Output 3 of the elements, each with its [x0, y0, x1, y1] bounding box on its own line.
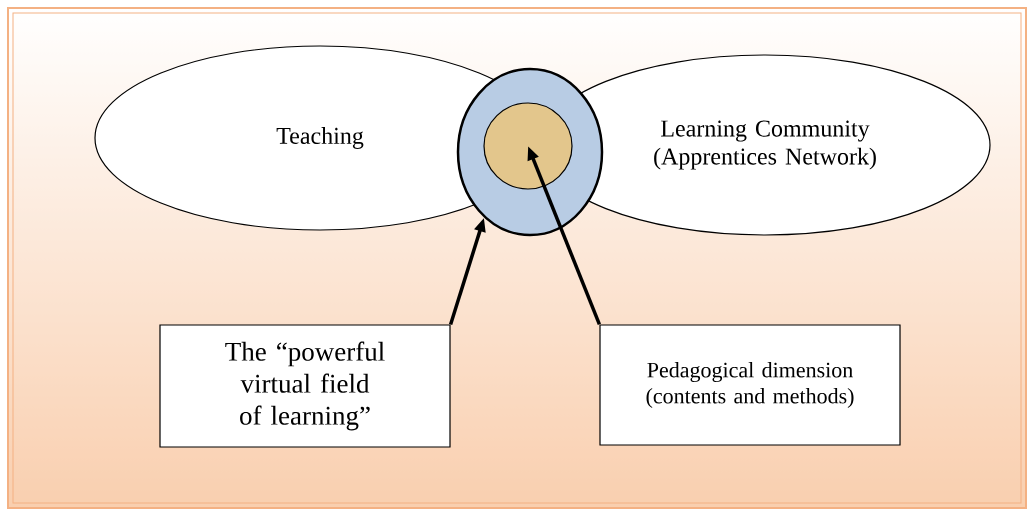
circle — [483, 102, 573, 190]
text-box: The “powerful virtual field of learning” — [159, 324, 451, 448]
text-box: Pedagogical dimension (contents and methods) — [599, 324, 901, 446]
